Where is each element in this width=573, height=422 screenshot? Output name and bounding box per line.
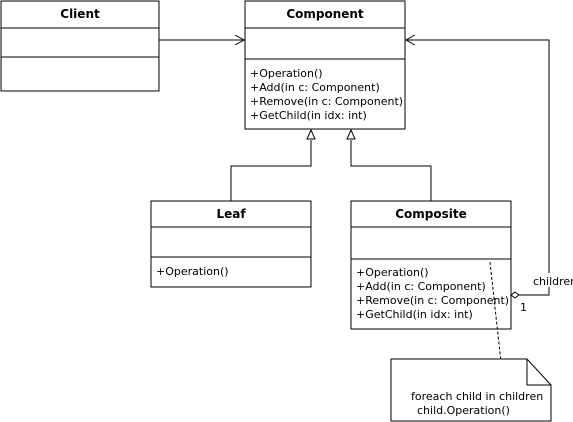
association-role-label: children	[533, 275, 573, 288]
leaf-generalization	[230, 128, 316, 201]
open-arrowhead-icon	[404, 34, 416, 46]
note-anchor-line	[489, 261, 502, 363]
composite-generalization	[346, 128, 432, 201]
note-box	[390, 358, 552, 422]
client-class: Client	[0, 0, 160, 92]
note-line: child.Operation()	[417, 404, 510, 417]
operation-note: foreach child in children child.Operatio…	[390, 261, 552, 422]
composite-class-name: Composite	[395, 207, 467, 221]
inheritance-triangle-icon	[346, 128, 356, 140]
leaf-class: Leaf +Operation()	[150, 200, 312, 288]
children-aggregation: children 1	[404, 34, 573, 314]
client-class-name: Client	[60, 7, 100, 21]
association-multiplicity: 1	[520, 301, 527, 314]
leaf-class-name: Leaf	[216, 207, 246, 221]
component-operation: +Operation()	[250, 67, 323, 80]
leaf-operation: +Operation()	[156, 265, 229, 278]
inheritance-triangle-icon	[306, 128, 316, 140]
open-arrowhead-icon	[234, 34, 246, 46]
composite-operation: +Add(in c: Component)	[356, 280, 486, 293]
client-component-association	[159, 34, 246, 46]
composite-operation: +Operation()	[356, 266, 429, 279]
note-line: foreach child in children	[411, 390, 543, 403]
component-operation: +Remove(in c: Component)	[250, 95, 403, 108]
composite-class: Composite +Operation() +Add(in c: Compon…	[350, 200, 512, 330]
composite-operation: +GetChild(in idx: int)	[356, 308, 473, 321]
component-operation: +GetChild(in idx: int)	[250, 109, 367, 122]
component-operation: +Add(in c: Component)	[250, 81, 380, 94]
composite-operation: +Remove(in c: Component)	[356, 294, 509, 307]
component-class: Component +Operation() +Add(in c: Compon…	[244, 0, 406, 130]
aggregation-diamond-icon	[510, 291, 520, 299]
component-class-name: Component	[286, 7, 364, 21]
